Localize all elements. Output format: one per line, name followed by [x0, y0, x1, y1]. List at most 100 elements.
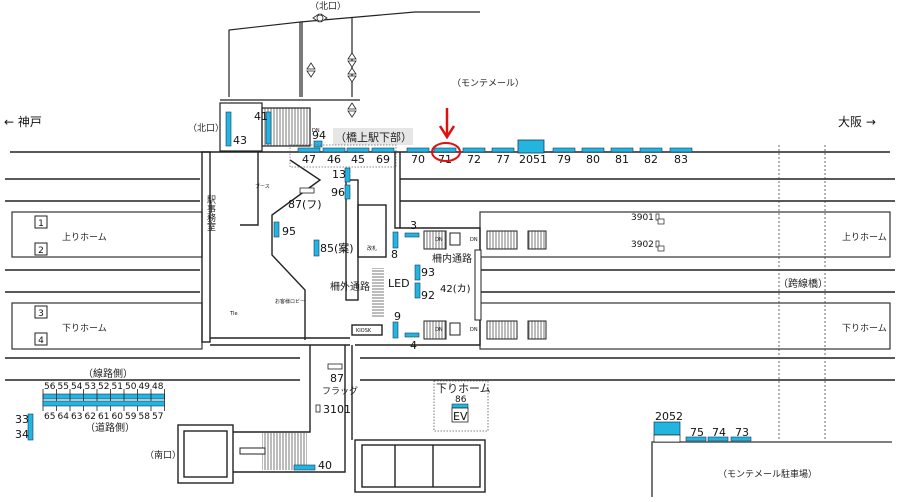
- station-office-label: 駅事務室: [205, 195, 216, 231]
- sign-2051: [517, 139, 545, 154]
- sign-73: [730, 436, 752, 442]
- senro-strip: [42, 393, 165, 400]
- sign-label-41: 41: [254, 110, 268, 123]
- sign-label-61: 61: [98, 412, 109, 422]
- highlight-marker: [431, 108, 461, 162]
- sign-label-3101: 3101: [323, 403, 351, 416]
- sign-label-64: 64: [58, 412, 70, 422]
- sign-74: [707, 436, 729, 442]
- monte-mall-label: （モンテメール）: [452, 78, 524, 89]
- sign-label-94: 94: [312, 129, 326, 142]
- door-icons: [306, 13, 357, 118]
- concourse-walls: [201, 151, 481, 440]
- sign-81: [610, 147, 634, 153]
- sign-label-54: 54: [71, 382, 83, 392]
- sign-77: [491, 147, 515, 153]
- sign-label-96: 96: [331, 186, 345, 199]
- kyojo-lower-label: （橋上駅下部）: [335, 130, 412, 144]
- sign-label-45: 45: [351, 153, 365, 166]
- sign-label-87: 87: [330, 372, 344, 385]
- sign-label-70: 70: [411, 153, 425, 166]
- sign-label-34: 34: [15, 428, 29, 441]
- sign-3902: [655, 240, 660, 248]
- sign-label-47: 47: [302, 153, 316, 166]
- sign-label-85: 85(案): [320, 241, 354, 255]
- dn-mark: DN: [470, 237, 478, 243]
- sign-label-9: 9: [394, 310, 401, 323]
- sign-label-8: 8: [391, 248, 398, 261]
- direction-kobe: ← 神戸: [4, 115, 42, 129]
- sign-label-95: 95: [282, 225, 296, 238]
- dn-mark: DN: [312, 128, 320, 134]
- sign-33-34: [27, 413, 34, 441]
- gate-machines: [372, 268, 384, 318]
- sign-3101: [315, 404, 321, 413]
- sign-label-75: 75: [690, 426, 704, 439]
- sign-label-59: 59: [125, 412, 137, 422]
- sign-85: [313, 239, 320, 257]
- sign-8: [392, 231, 399, 249]
- sign-label-80: 80: [586, 153, 600, 166]
- sign-93: [414, 264, 421, 281]
- sign-label-40: 40: [318, 459, 332, 472]
- sign-9: [392, 321, 399, 339]
- sign-83: [669, 147, 693, 153]
- south-stairs: [262, 432, 307, 470]
- down-platform-ev-label: 下りホーム: [436, 382, 491, 395]
- sign-4: [404, 332, 420, 338]
- sign-label-49: 49: [139, 382, 151, 392]
- down-platform-label: 下りホーム: [62, 323, 107, 334]
- sign-13: [344, 167, 351, 183]
- sign-label-4: 4: [410, 339, 417, 352]
- up-platform-label-east: 上りホーム: [842, 232, 887, 243]
- inside-gate-label: 柵内通路: [432, 252, 472, 265]
- ticket-gate-label: 改札: [367, 245, 377, 252]
- sign-label-50: 50: [125, 382, 137, 392]
- track-number: 2: [38, 246, 44, 256]
- sign-71: [433, 147, 457, 153]
- south-ramp: [239, 447, 266, 455]
- sign-2052-base: [653, 434, 681, 443]
- sign-label-2051: 2051: [519, 153, 547, 166]
- sign-label-74: 74: [712, 426, 726, 439]
- sign-label-51: 51: [112, 382, 123, 392]
- sign-label-3901: 3901: [631, 213, 654, 223]
- sign-87: [327, 363, 343, 370]
- dn-mark: DN: [435, 327, 443, 333]
- sign-label-53: 53: [85, 382, 96, 392]
- sign-label-33: 33: [15, 413, 29, 426]
- north-exit-top-label: （北口）: [310, 1, 346, 12]
- sign-46: [322, 147, 346, 153]
- sign-label-48: 48: [152, 382, 164, 392]
- doro-strip: [42, 400, 165, 407]
- sign-96: [344, 184, 351, 200]
- sign-94: [313, 140, 323, 148]
- track-number: 3: [38, 309, 44, 319]
- down-platform-ev-box: [433, 380, 489, 432]
- sign-label-58: 58: [139, 412, 151, 422]
- sign-label-93: 93: [421, 266, 435, 279]
- sign-label-52: 52: [98, 382, 109, 392]
- sign-label-71: 71: [438, 153, 452, 166]
- down-platform-label-east: 下りホーム: [842, 323, 887, 334]
- sign-label-77: 77: [496, 153, 510, 166]
- kiosk-label: KIOSK: [356, 328, 372, 334]
- sign-43: [225, 111, 232, 147]
- sign-79: [552, 147, 576, 153]
- doro-side-label: （道路側）: [85, 421, 135, 434]
- kyojo-band: [333, 128, 413, 145]
- outside-gate-label: 柵外通路: [330, 280, 370, 293]
- stairs-down-3: [527, 320, 547, 340]
- sign-label-65: 65: [44, 412, 55, 422]
- pillar: [474, 249, 482, 321]
- stairs-down-1: [423, 320, 447, 340]
- stairs-up-1: [423, 230, 447, 250]
- sign-label-82: 82: [644, 153, 658, 166]
- sign-45: [346, 147, 370, 153]
- sign-3901: [655, 213, 660, 221]
- stairs-up-3: [527, 230, 547, 250]
- sign-label-42: 42(カ): [440, 283, 471, 295]
